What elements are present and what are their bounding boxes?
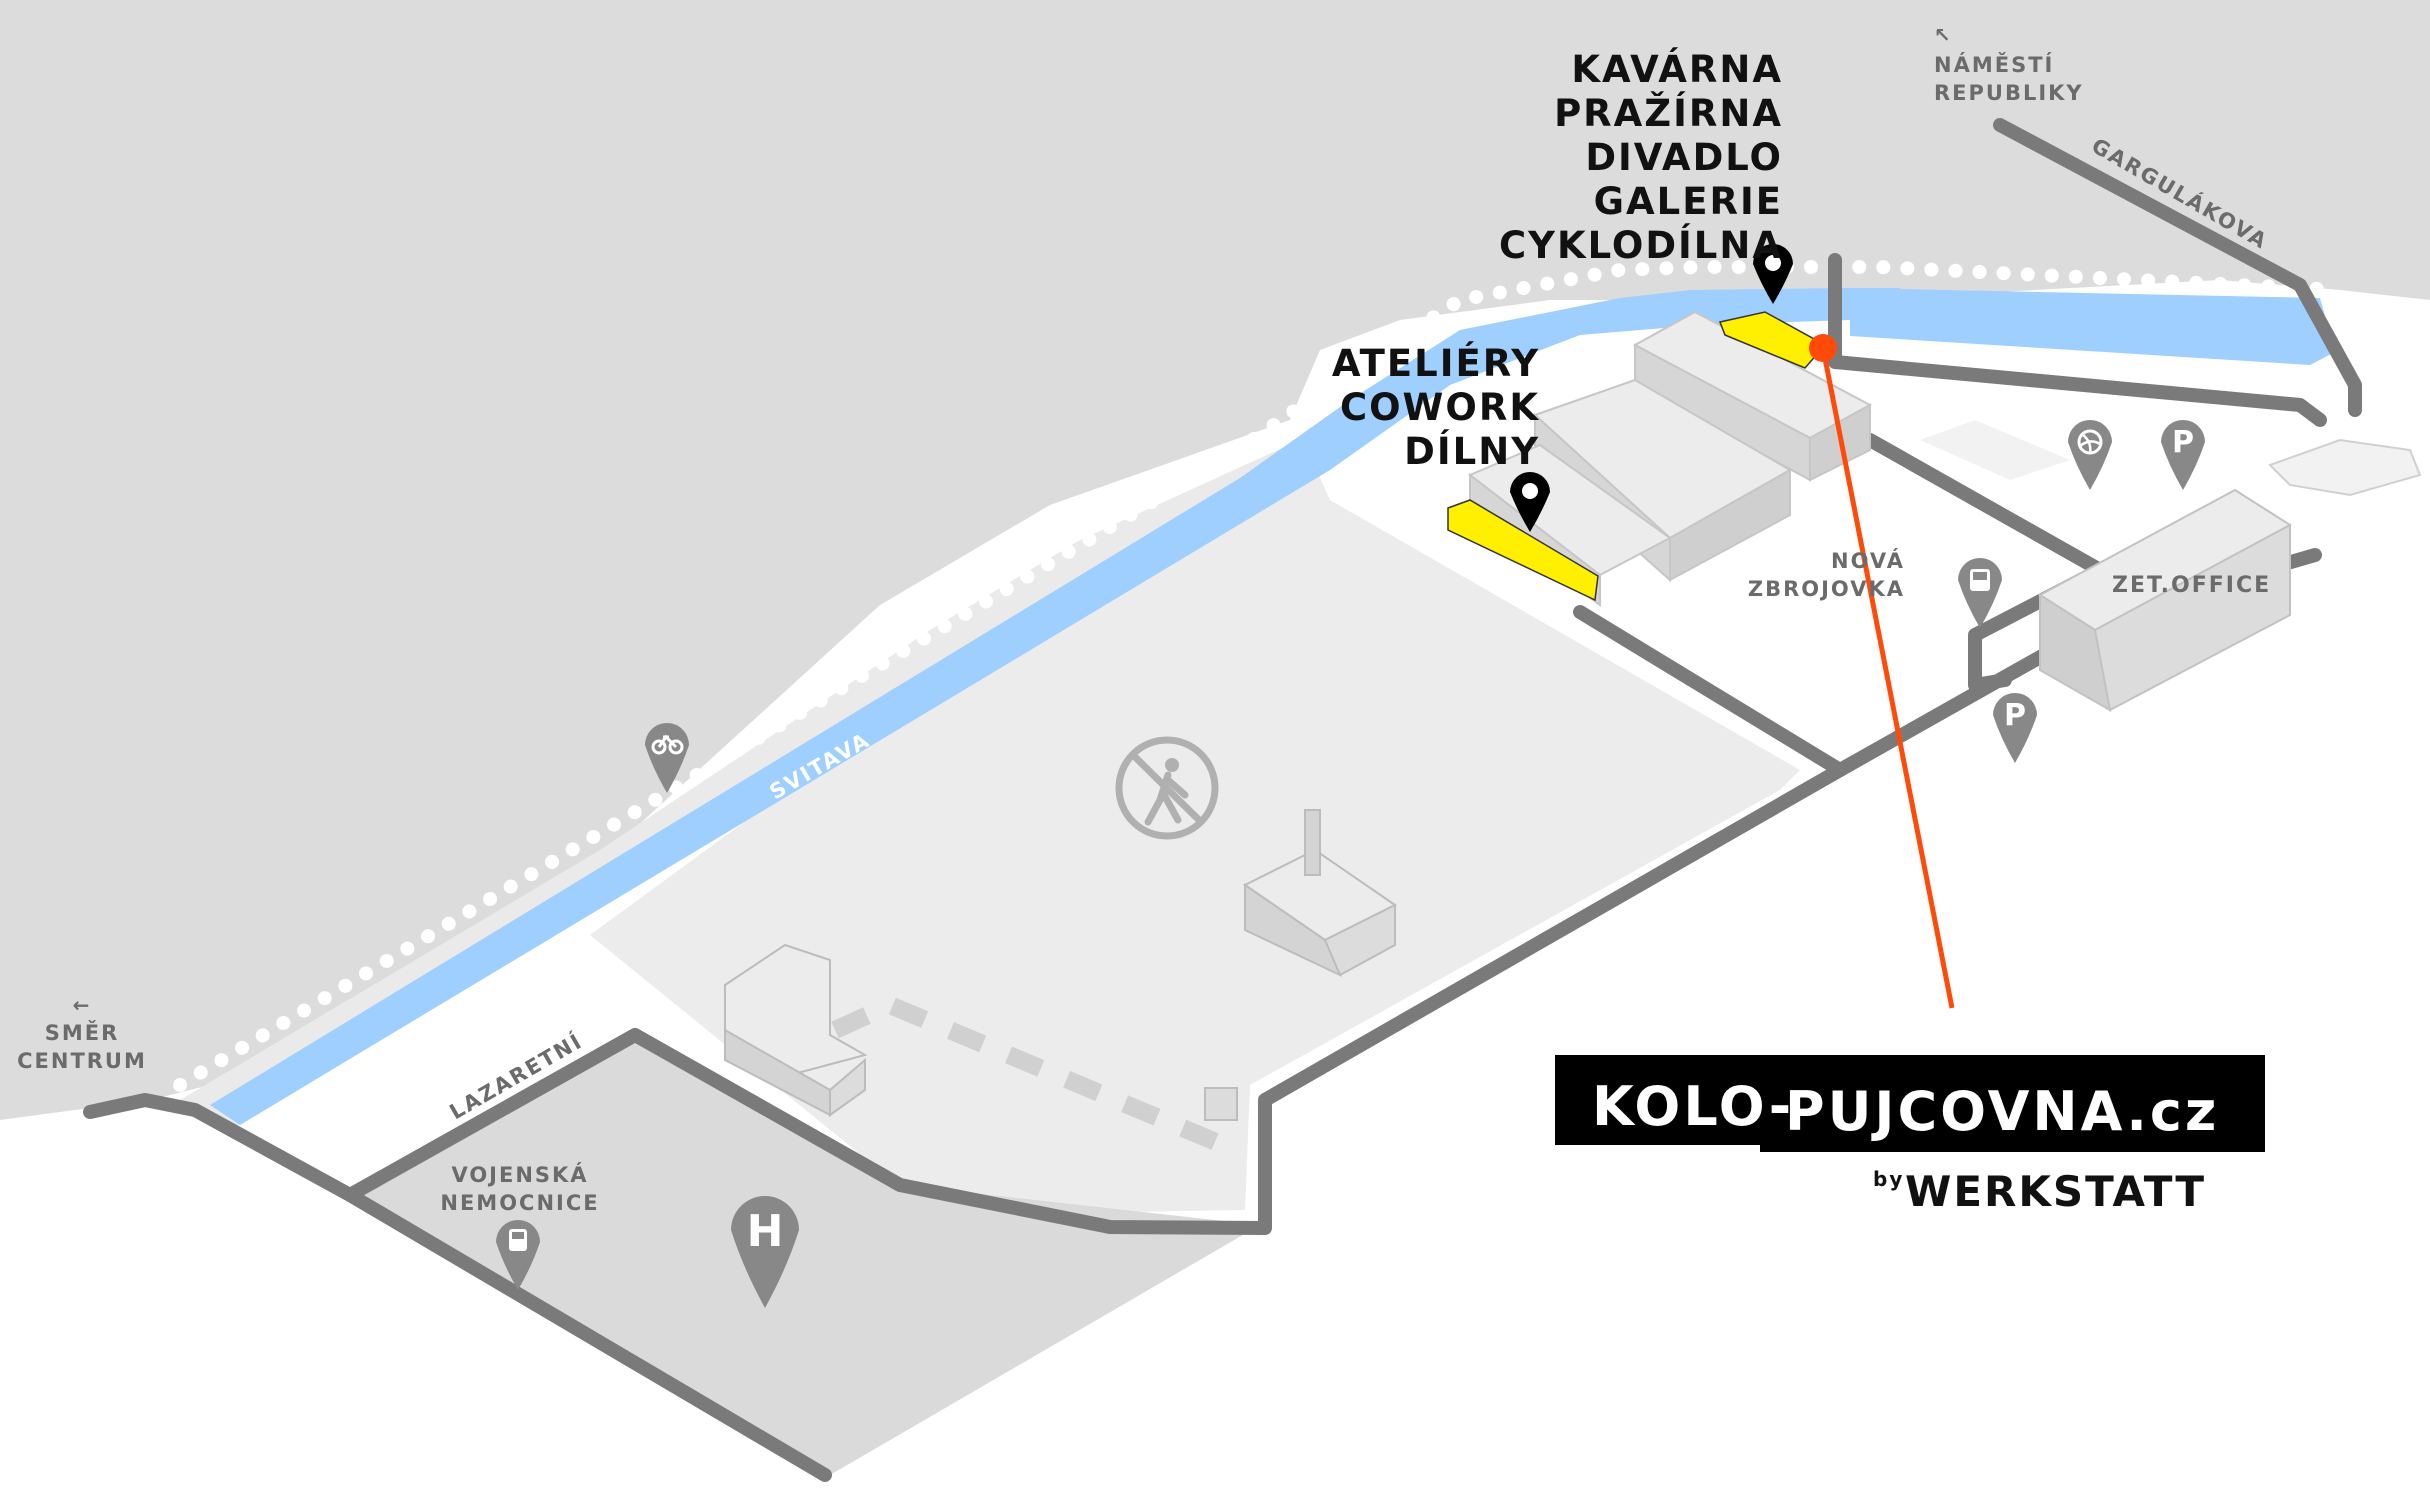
location-pin-icon bbox=[1510, 472, 1550, 532]
pointer-dot bbox=[1809, 334, 1837, 362]
svitava-river-east bbox=[1850, 288, 2335, 365]
parking-label: P bbox=[2172, 425, 2194, 460]
no-pedestrian-icon bbox=[1115, 736, 1219, 840]
venue-list-south: ATELIÉRY COWORK DÍLNY bbox=[1332, 341, 1540, 473]
parking-lots bbox=[1920, 420, 2070, 480]
smer-centrum-line2: CENTRUM bbox=[17, 1049, 147, 1073]
vojenska-nemocnice-line1: VOJENSKÁ bbox=[451, 1162, 588, 1187]
venue-prazirna: PRAŽÍRNA bbox=[1554, 91, 1783, 135]
location-pin-icon bbox=[1753, 244, 1793, 304]
zet-office-front bbox=[2093, 523, 2291, 712]
parking-icon: P bbox=[1993, 693, 2037, 763]
venue-cyklodilna: CYKLODÍLNA bbox=[1499, 223, 1783, 267]
namesti-arrow: ↖ bbox=[1934, 23, 1953, 47]
hospital-icon: H bbox=[731, 1196, 799, 1308]
small-kiosk bbox=[1204, 1087, 1238, 1121]
road-gargulakova bbox=[1993, 118, 2362, 417]
smer-centrum-line1: SMĚR bbox=[45, 1020, 120, 1045]
hospital-area bbox=[350, 1040, 1260, 1475]
parking-label: P bbox=[2004, 698, 2026, 733]
highlight-atelier-building bbox=[1447, 499, 1599, 602]
chimney bbox=[1304, 809, 1321, 876]
hospital-label: H bbox=[747, 1206, 784, 1257]
venue-list-north: KAVÁRNA PRAŽÍRNA DIVADLO GALERIE CYKLODÍ… bbox=[1499, 47, 1783, 267]
tram-icon bbox=[496, 1220, 540, 1290]
river-footpath bbox=[173, 260, 2347, 1092]
brand-text-kolo: KOLO- bbox=[1592, 1075, 1794, 1138]
dashed-path bbox=[831, 995, 1239, 1159]
bus-icon bbox=[1958, 558, 2002, 628]
bicycle-icon bbox=[645, 723, 689, 793]
road-zet bbox=[1863, 433, 2107, 692]
city-area bbox=[0, 0, 2430, 1120]
nova-zbrojovka-line2: ZBROJOVKA bbox=[1748, 577, 1905, 601]
smer-arrow: ← bbox=[73, 993, 92, 1017]
chimney-building-right bbox=[1323, 903, 1396, 977]
brand-box-right bbox=[1760, 1055, 2265, 1152]
namesti-republiky-line2: REPUBLIKY bbox=[1934, 81, 2084, 105]
building-east-small bbox=[2268, 438, 2422, 497]
venue-galerie: GALERIE bbox=[1594, 180, 1783, 223]
zet-office-label: ZET.OFFICE bbox=[2112, 573, 2271, 598]
venue-divadlo: DIVADLO bbox=[1585, 136, 1783, 179]
nova-zbrojovka-line1: NOVÁ bbox=[1831, 548, 1905, 573]
vojenska-nemocnice-line2: NEMOCNICE bbox=[440, 1191, 599, 1215]
parking-icon: P bbox=[2161, 420, 2205, 490]
brand-werkstatt: WERKSTATT bbox=[1905, 1167, 2206, 1216]
road-smer-centrum bbox=[83, 1093, 832, 1482]
road-nemocnice bbox=[343, 548, 2322, 1235]
namesti-republiky-line1: NÁMĚSTÍ bbox=[1934, 52, 2054, 77]
brand-text-pujcovna: PUJCOVNA.cz bbox=[1785, 1080, 2219, 1143]
road-campus-east bbox=[1573, 605, 1847, 777]
brand-box-left bbox=[1555, 1055, 1775, 1145]
brownfield-area bbox=[590, 455, 1800, 1215]
volleyball-icon bbox=[2068, 420, 2112, 490]
complex-building-mid-side bbox=[1669, 468, 1791, 582]
venue-ateliery: ATELIÉRY bbox=[1332, 341, 1540, 385]
brand-logo: KOLO- PUJCOVNA.cz by WERKSTATT bbox=[1555, 1055, 2265, 1216]
road-east bbox=[1828, 355, 2327, 427]
venue-dilny: DÍLNY bbox=[1404, 429, 1540, 473]
venue-kavarna: KAVÁRNA bbox=[1571, 47, 1783, 91]
pointer-line bbox=[1820, 347, 1955, 1009]
l-building-side bbox=[829, 1057, 866, 1117]
venue-cowork: COWORK bbox=[1340, 386, 1540, 429]
brand-by: by bbox=[1873, 1167, 1904, 1191]
